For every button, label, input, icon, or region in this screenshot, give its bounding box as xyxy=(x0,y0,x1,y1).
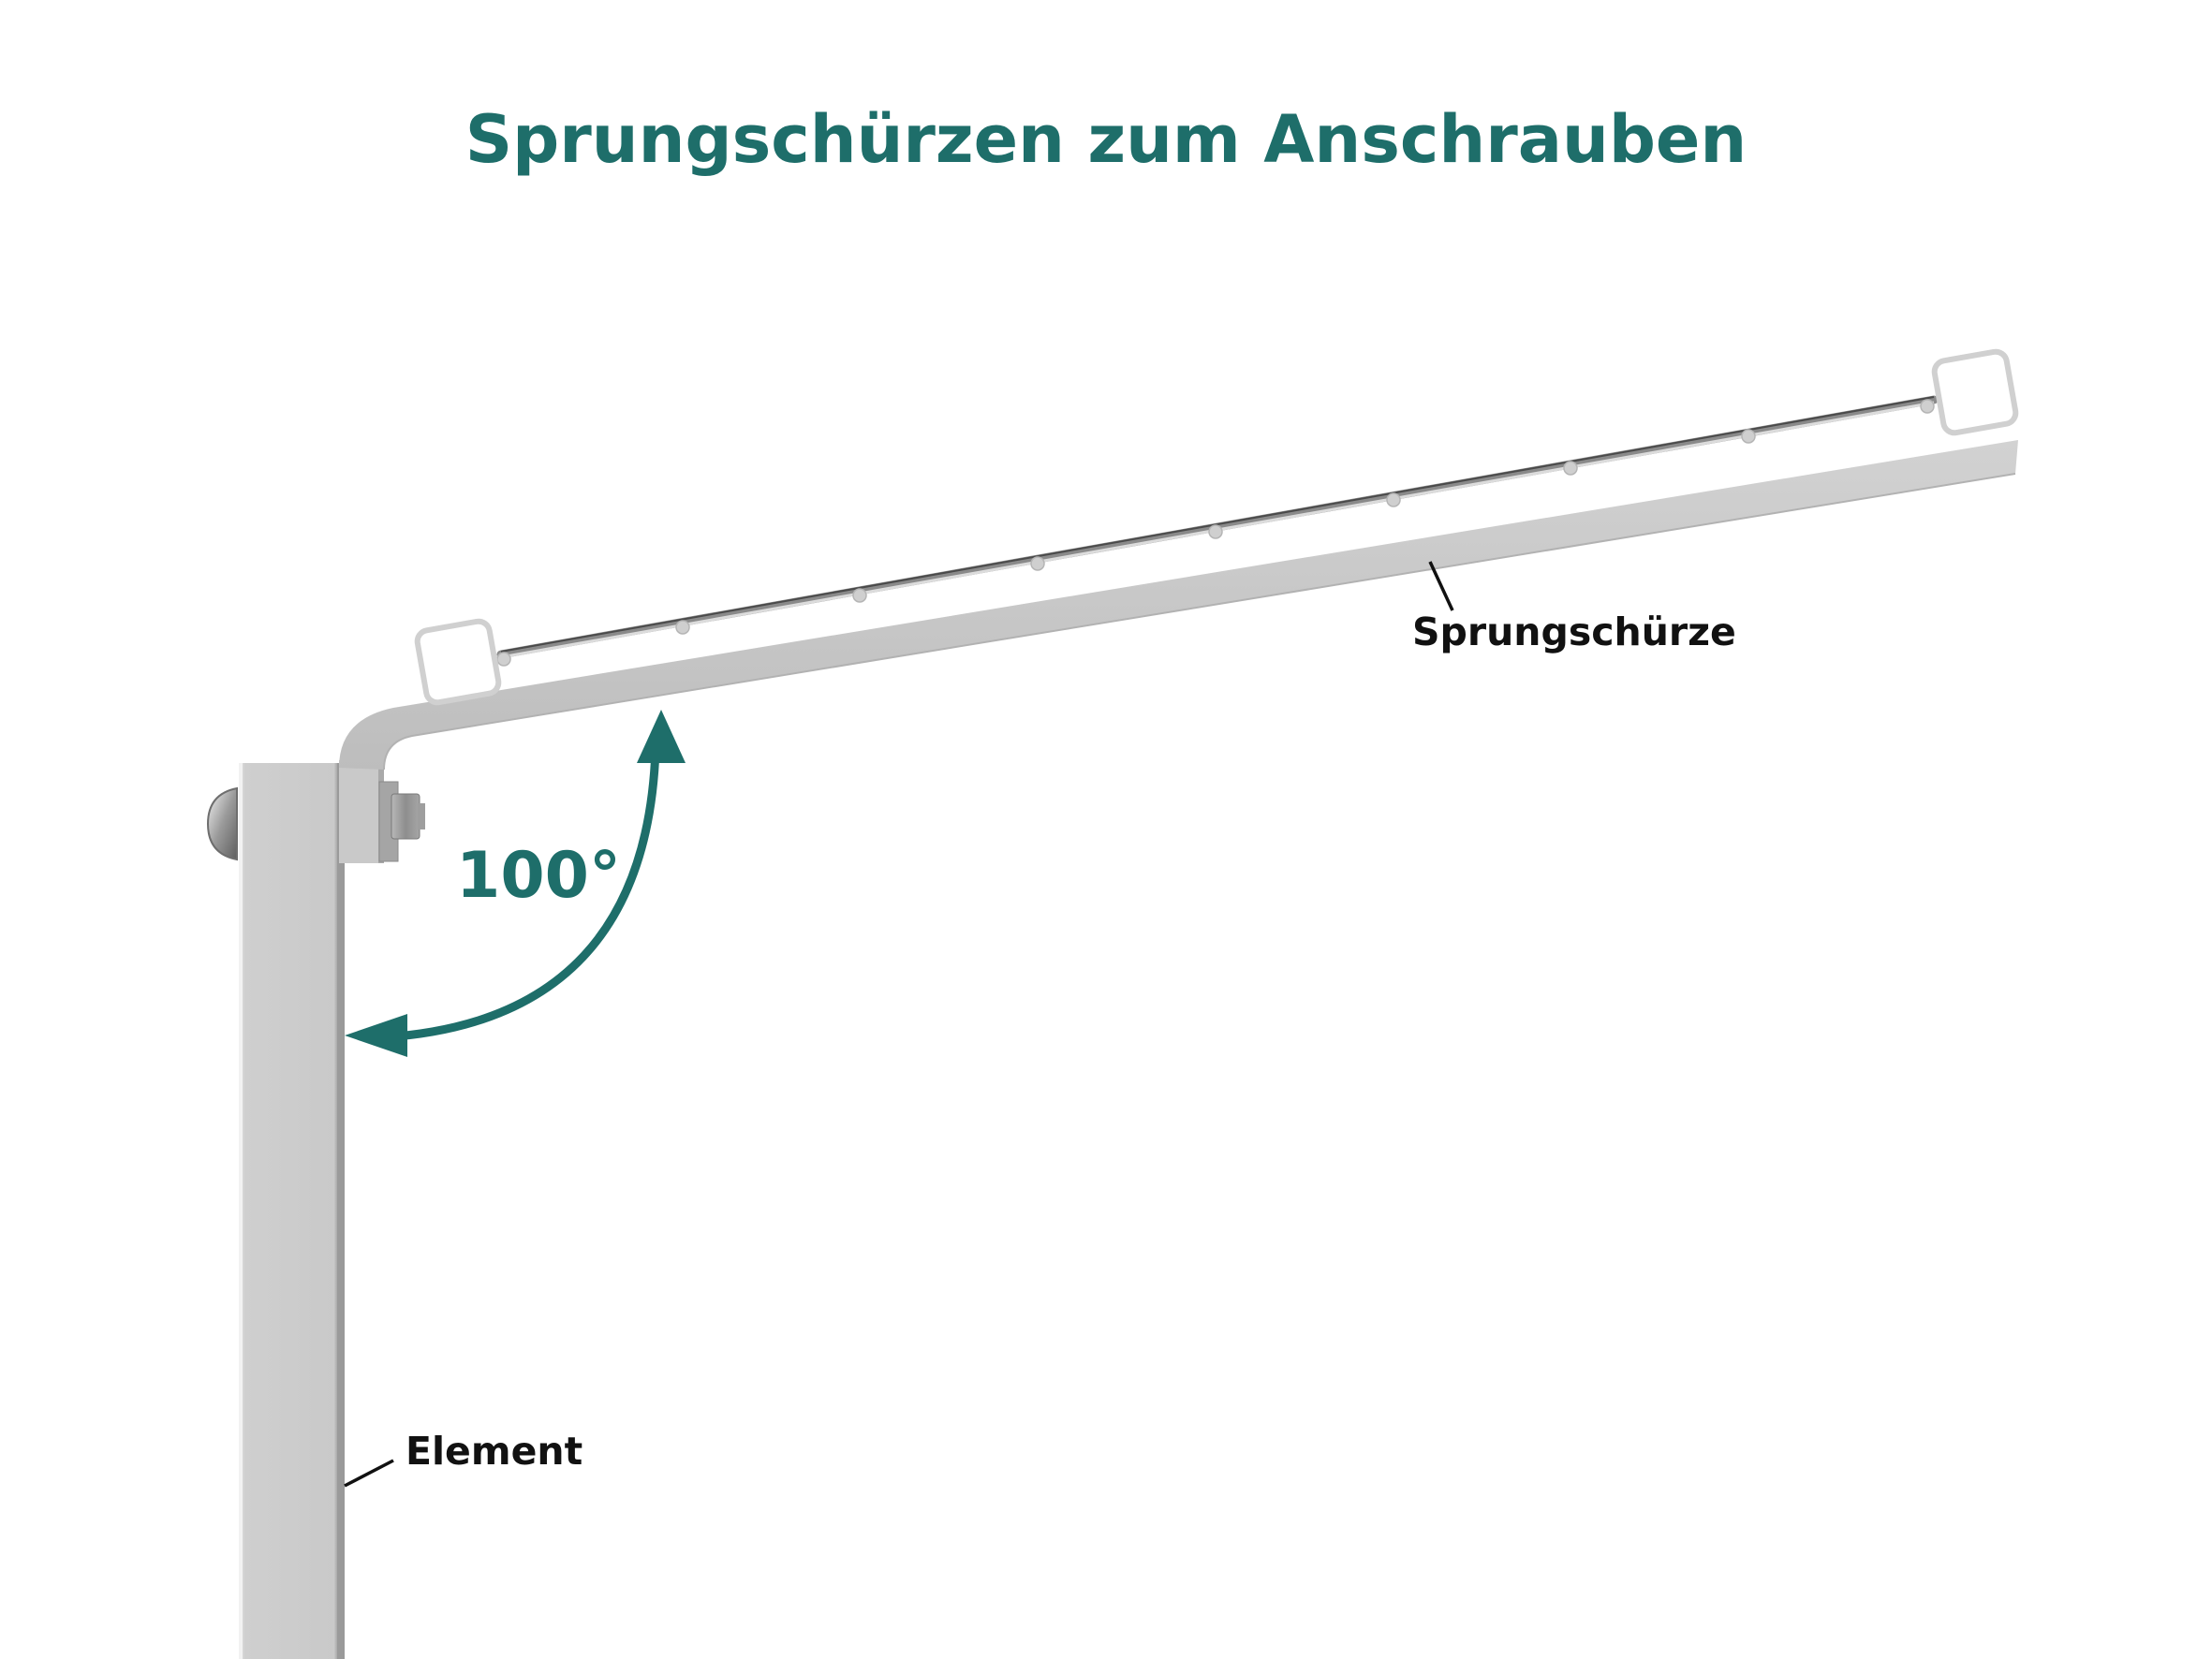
arm-label: Sprungschürze xyxy=(1412,609,1736,654)
wire-clip-icon xyxy=(1920,399,1935,414)
nut-icon xyxy=(378,781,425,862)
wire-clip-icon xyxy=(496,652,511,667)
insulator-right-icon xyxy=(1931,348,2019,436)
arm-leader-line xyxy=(1428,561,1454,611)
arrowhead-up-icon xyxy=(637,710,686,763)
angle-label: 100° xyxy=(456,839,621,913)
arrowhead-left-icon xyxy=(345,1014,407,1057)
wire-clip-icon xyxy=(852,588,867,603)
page-title: Sprungschürzen zum Anschrauben xyxy=(465,101,1747,178)
post-leader-line xyxy=(344,1459,394,1488)
wire-clip-icon xyxy=(1741,429,1756,444)
wire-clip-icon xyxy=(1208,524,1223,539)
insulator-left-icon xyxy=(414,618,502,706)
wire-clip-icon xyxy=(1563,461,1578,476)
post-element xyxy=(239,763,345,1659)
post-label: Element xyxy=(406,1429,583,1474)
arm-sprungschuerze xyxy=(339,440,2018,863)
wire-clip-icon xyxy=(1386,492,1401,507)
dome-bolt-icon xyxy=(206,786,238,861)
wire-clip-icon xyxy=(1030,556,1045,571)
angle-arrow xyxy=(345,710,686,1057)
wire-clip-icon xyxy=(675,620,690,635)
